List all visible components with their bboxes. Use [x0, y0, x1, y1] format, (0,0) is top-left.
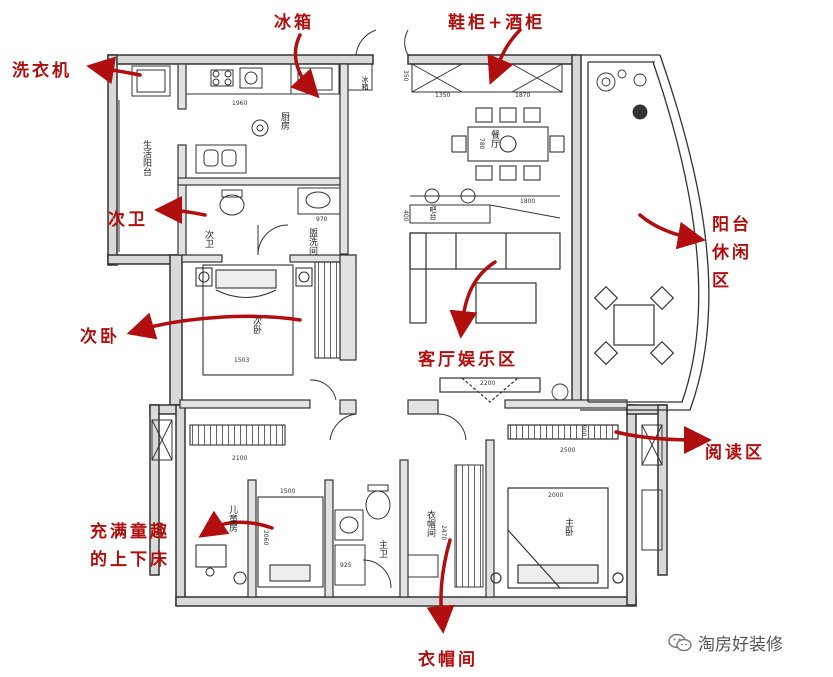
washing-machine [118, 65, 171, 252]
living-furniture [409, 232, 561, 403]
dim-2470: 2470 [440, 525, 447, 541]
dim-2500: 2500 [560, 447, 576, 454]
room-label-dining: 餐厅 [489, 130, 499, 148]
wechat-icon [668, 633, 692, 651]
callout-living-entertainment: 客厅娱乐区 [418, 350, 518, 370]
callout-reading-area: 阅读区 [705, 443, 765, 463]
master-bath-fixtures [334, 484, 392, 589]
dim-1350: 1350 [435, 92, 451, 99]
callout-cloakroom: 衣帽间 [418, 650, 478, 670]
dim-780: 780 [478, 138, 485, 150]
dim-400: 400 [402, 210, 409, 222]
room-label-kitchen: 厨房 [279, 112, 289, 130]
room-label-wash-room: 盥洗间 [307, 228, 317, 255]
balcony-table [593, 285, 675, 366]
dim-2200: 2200 [480, 380, 496, 387]
watermark: 淘房好装修 [668, 630, 783, 655]
dim-1870: 1870 [515, 92, 531, 99]
dim-900: 900 [580, 425, 587, 437]
room-label-kids-room: 儿童房 [227, 505, 237, 532]
dim-350: 350 [402, 70, 409, 82]
room-label-bath2: 次卫 [203, 230, 213, 248]
bath2-fixtures [219, 187, 341, 256]
dim-1960: 1960 [232, 100, 248, 107]
plant-icons [551, 69, 648, 401]
dining-table [451, 107, 565, 181]
room-label-bedroom2: 次卧 [251, 316, 261, 334]
outer-walls [107, 54, 668, 607]
dim-2000: 2000 [548, 492, 564, 499]
cloakroom-furniture [407, 464, 484, 588]
callout-arrows [86, 28, 712, 634]
room-label-cloak: 衣帽间 [425, 510, 435, 537]
room-label-bar: 吧台 [429, 206, 437, 220]
watermark-text: 淘房好装修 [698, 635, 783, 655]
interior-walls [177, 63, 628, 598]
room-label-fridge-tag: 冰箱 [361, 76, 369, 90]
shoe-wine-cabinet [411, 63, 563, 93]
callout-balcony-leisure-3: 区 [712, 271, 732, 291]
callout-laundry: 洗衣机 [12, 61, 72, 81]
dim-1500: 1500 [280, 488, 296, 495]
balcony-leisure [580, 54, 710, 411]
room-label-master-bath: 主卫 [377, 540, 387, 558]
callout-fridge: 冰箱 [274, 13, 314, 33]
callout-balcony-leisure-1: 阳台 [712, 215, 752, 235]
callout-second-bath: 次卫 [108, 210, 148, 230]
bar-counter [409, 188, 561, 224]
dim-970: 970 [316, 216, 328, 223]
callout-balcony-leisure-2: 休闲 [712, 243, 752, 263]
bedroom2-furniture [195, 261, 341, 376]
dim-925: 925 [340, 562, 352, 569]
callout-kids-bed-2: 的上下床 [90, 550, 170, 570]
dim-1503: 1503 [234, 357, 250, 364]
dim-1800: 1800 [520, 198, 536, 205]
reading-window [151, 419, 663, 551]
dim-2100: 2100 [232, 455, 248, 462]
room-label-master-bed: 主卧 [563, 518, 573, 536]
master-bed [490, 424, 624, 589]
entry-door [309, 29, 467, 441]
kids-room-furniture [189, 424, 324, 588]
callout-second-bedroom: 次卧 [80, 327, 120, 347]
callout-shoe-wine-cabinet: 鞋柜+酒柜 [448, 13, 546, 33]
room-label-service-balcony: 生活阳台 [141, 140, 151, 176]
dim-2060: 2060 [262, 530, 269, 546]
callout-kids-bed-1: 充满童趣 [90, 522, 170, 542]
